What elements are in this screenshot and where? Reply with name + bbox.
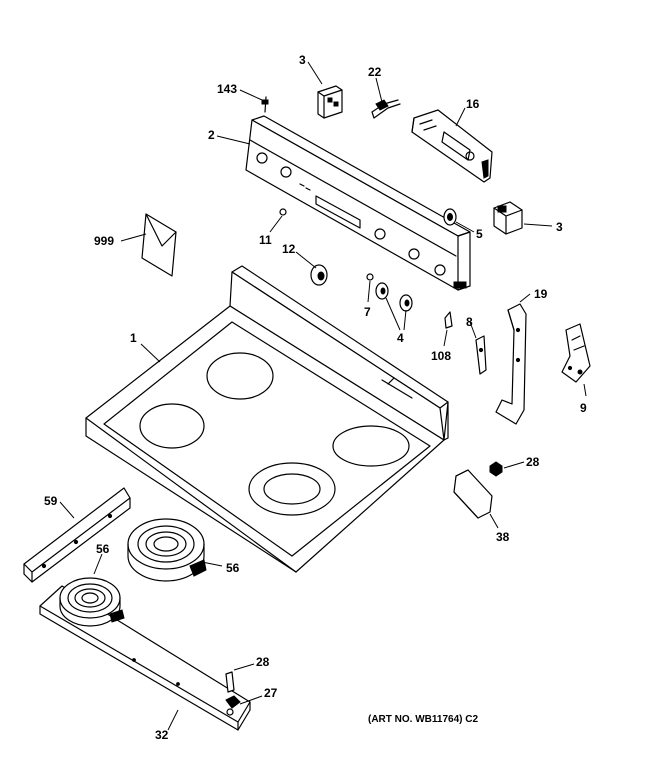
callout-38: 38 [496,530,510,544]
part-999-literature [141,213,177,277]
callout-22: 22 [368,65,382,79]
callout-27: 27 [264,686,278,700]
callout-5: 5 [476,227,483,241]
part-1-cooktop [85,265,449,573]
callout-59: 59 [44,494,58,508]
callout-4: 4 [397,331,404,345]
callout-28-right: 28 [526,455,540,469]
part-56-surface-element-lower [59,577,125,627]
part-7-screw [366,273,374,281]
callout-108: 108 [431,349,451,363]
callout-19: 19 [534,287,548,301]
part-11-screw [279,208,287,216]
part-19-side-bracket [495,303,527,425]
part-56-surface-element-upper [127,518,207,582]
callout-9: 9 [580,401,587,415]
callout-12: 12 [282,242,296,256]
callout-28-lower: 28 [256,655,270,669]
part-28-stud-lower [225,671,235,693]
part-59-bracket [23,487,131,583]
callout-143: 143 [217,82,237,96]
part-3-switch-right [493,201,523,235]
callout-8: 8 [466,315,473,329]
callout-16: 16 [466,97,480,111]
part-5-knob [443,208,457,226]
part-12-knob [310,264,328,286]
part-32-bottom-plate [39,585,251,731]
leader-lines [59,61,587,731]
part-16-control-board [411,109,493,183]
callout-11: 11 [259,233,272,247]
part-38-block [453,469,493,519]
callout-1: 1 [130,331,137,345]
part-9-hinge [561,323,591,383]
part-8-bracket [475,335,487,375]
part-4-knobs [375,282,413,312]
part-108-lamp [444,311,453,329]
callout-999: 999 [94,234,114,248]
part-143-screw [261,96,269,113]
callout-3-top: 3 [299,53,306,67]
callout-32: 32 [155,728,169,742]
art-number: (ART NO. WB11764) C2 [368,714,478,725]
callout-56-right: 56 [226,561,240,575]
callout-labels: 143 3 22 16 2 3 5 999 11 12 7 4 1 19 8 1… [44,53,587,742]
callout-56-upper: 56 [96,542,110,556]
callout-2: 2 [208,128,215,142]
callout-7: 7 [364,305,371,319]
part-28-nut-right [489,461,503,477]
part-2-backguard [245,115,471,291]
callout-3-right: 3 [556,220,563,234]
part-27-clip [225,695,241,716]
part-22-connector [371,99,401,119]
part-3-switch-top [317,85,343,119]
